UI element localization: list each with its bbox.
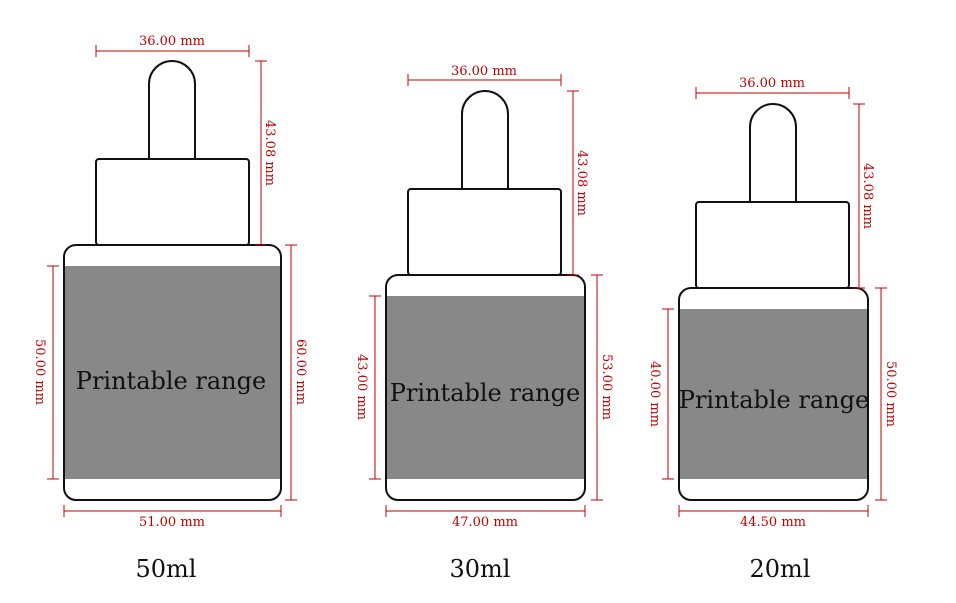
print-height-label: 43.00 mm bbox=[354, 354, 369, 420]
bottle-20ml: Printable range 36.00 mm 43.08 mm 40.00 … bbox=[647, 76, 898, 583]
printable-label: Printable range bbox=[76, 367, 266, 395]
capacity-label: 50ml bbox=[136, 555, 197, 583]
body-width-label: 44.50 mm bbox=[740, 515, 806, 530]
print-height-label: 50.00 mm bbox=[32, 339, 47, 405]
dropper-cap bbox=[95, 158, 250, 246]
printable-area bbox=[65, 266, 280, 479]
bottle-30ml: Printable range 36.00 mm 43.08 mm 43.00 … bbox=[354, 64, 614, 583]
printable-label: Printable range bbox=[390, 379, 580, 407]
body-height-label: 60.00 mm bbox=[293, 339, 308, 405]
body-width-label: 51.00 mm bbox=[139, 515, 205, 530]
body-height-label: 50.00 mm bbox=[883, 361, 898, 427]
dropper-cap bbox=[695, 201, 850, 289]
bottle-50ml: Printable range 36.00 mm 43.08 mm 50.00 … bbox=[32, 34, 308, 583]
printable-area bbox=[387, 296, 584, 479]
print-height-label: 40.00 mm bbox=[647, 361, 662, 427]
capacity-label: 30ml bbox=[450, 555, 511, 583]
printable-area bbox=[680, 309, 867, 479]
dropper-height-label: 43.08 mm bbox=[262, 120, 277, 186]
dropper-bulb bbox=[148, 60, 196, 160]
dropper-bulb bbox=[461, 90, 509, 190]
capacity-label: 20ml bbox=[750, 555, 811, 583]
body-height-label: 53.00 mm bbox=[599, 354, 614, 420]
body-width-label: 47.00 mm bbox=[452, 515, 518, 530]
printable-label: Printable range bbox=[679, 386, 869, 414]
dropper-bulb bbox=[749, 103, 797, 203]
top-width-label: 36.00 mm bbox=[139, 34, 205, 49]
dropper-cap bbox=[407, 188, 562, 276]
top-width-label: 36.00 mm bbox=[739, 76, 805, 91]
dropper-height-label: 43.08 mm bbox=[860, 163, 875, 229]
dropper-height-label: 43.08 mm bbox=[574, 150, 589, 216]
top-width-label: 36.00 mm bbox=[451, 64, 517, 79]
